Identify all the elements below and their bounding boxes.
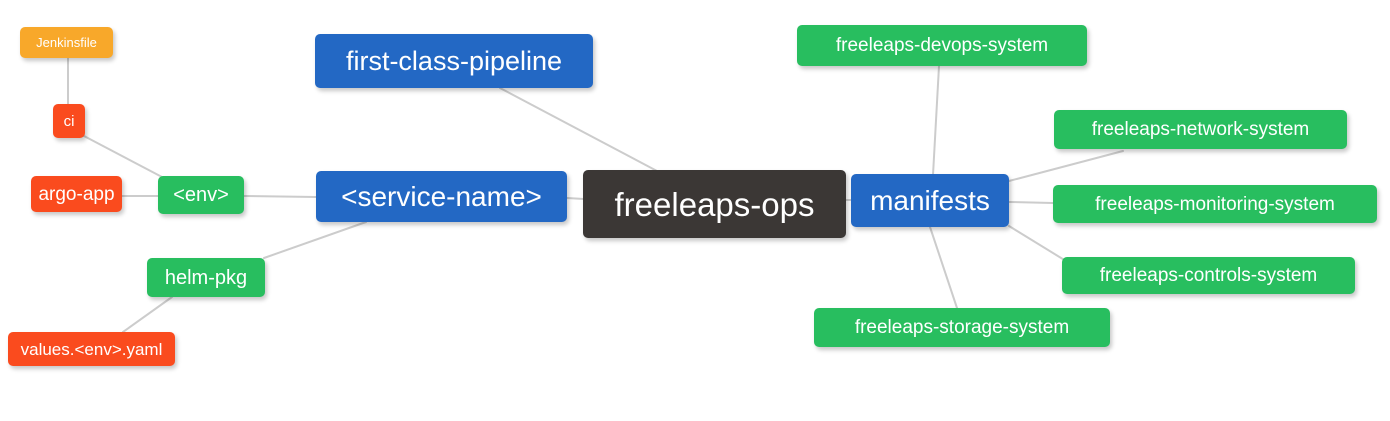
edge-pipeline-ops <box>499 87 658 172</box>
edge-servicename-helmpkg <box>263 221 367 259</box>
node-env[interactable]: <env> <box>158 176 244 214</box>
edge-manifests-storage <box>929 226 958 309</box>
edge-manifests-monitoring <box>1008 201 1054 204</box>
edge-manifests-devops <box>932 65 940 176</box>
edge-env-servicename <box>243 195 317 198</box>
node-manifests[interactable]: manifests <box>851 174 1009 227</box>
node-jenkinsfile[interactable]: Jenkinsfile <box>20 27 113 58</box>
node-freeleaps-controls-system[interactable]: freeleaps-controls-system <box>1062 257 1355 294</box>
edge-servicename-ops <box>566 197 585 200</box>
node-helm-pkg[interactable]: helm-pkg <box>147 258 265 297</box>
node-ci[interactable]: ci <box>53 104 85 138</box>
node-freeleaps-network-system[interactable]: freeleaps-network-system <box>1054 110 1347 149</box>
node-freeleaps-devops-system[interactable]: freeleaps-devops-system <box>797 25 1087 66</box>
node-freeleaps-ops[interactable]: freeleaps-ops <box>583 170 846 238</box>
edge-manifests-controls <box>1008 225 1067 262</box>
node-argo-app[interactable]: argo-app <box>31 176 122 212</box>
node-freeleaps-storage-system[interactable]: freeleaps-storage-system <box>814 308 1110 347</box>
node-first-class-pipeline[interactable]: first-class-pipeline <box>315 34 593 88</box>
edge-ci-env <box>83 135 163 178</box>
node-values-env-yaml[interactable]: values.<env>.yaml <box>8 332 175 366</box>
node-service-name[interactable]: <service-name> <box>316 171 567 222</box>
node-freeleaps-monitoring-system[interactable]: freeleaps-monitoring-system <box>1053 185 1377 223</box>
edge-helmpkg-values <box>122 296 173 333</box>
edge-manifests-network <box>1008 150 1124 182</box>
